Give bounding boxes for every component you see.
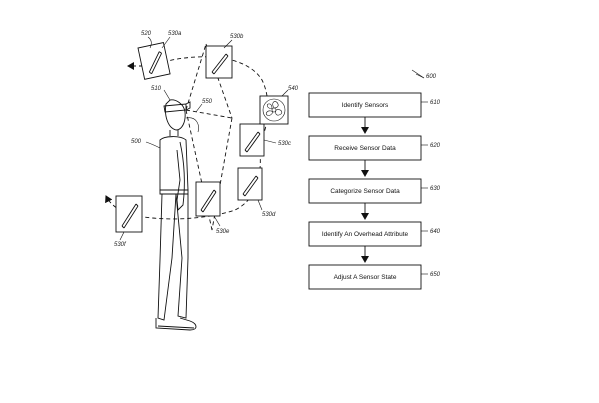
flowchart: 600 Identify Sensors 610 Receive Sensor … [308, 69, 441, 290]
step-ref-650: 650 [430, 272, 441, 278]
sensor-530d [237, 167, 263, 201]
label-530a: 530a [168, 31, 182, 37]
label-500: 500 [131, 139, 142, 145]
sensor-530b [205, 45, 233, 79]
fan-icon [259, 95, 289, 125]
step-label-receive-sensor-data: Receive Sensor Data [334, 145, 396, 152]
step-box-identify-overhead-attribute [308, 221, 422, 247]
label-540: 540 [288, 86, 299, 92]
sensor-530f [115, 195, 143, 233]
step-box-adjust-sensor-state [308, 264, 422, 290]
label-520: 520 [141, 31, 152, 37]
illustration: 520 530a 530b 540 510 550 500 530c 530d … [105, 31, 425, 331]
field-of-view-cone [185, 43, 233, 231]
step-ref-610: 610 [430, 100, 441, 106]
label-530d: 530d [262, 212, 276, 218]
person-figure [155, 99, 197, 331]
flowchart-leader [411, 69, 425, 79]
step-label-identify-overhead-attribute: Identify An Overhead Attribute [322, 231, 409, 238]
step-label-categorize-sensor-data: Categorize Sensor Data [330, 188, 400, 195]
label-530e: 530e [216, 229, 230, 235]
label-530b: 530b [230, 34, 244, 40]
step-ref-630: 630 [430, 186, 441, 192]
sensor-530e [195, 181, 221, 217]
step-ref-620: 620 [430, 143, 441, 149]
label-530c: 530c [278, 141, 291, 147]
step-label-adjust-sensor-state: Adjust A Sensor State [334, 274, 397, 281]
label-600: 600 [426, 74, 437, 80]
step-ref-640: 640 [430, 229, 441, 235]
step-box-receive-sensor-data [308, 135, 422, 161]
label-550: 550 [202, 99, 213, 105]
label-530f: 530f [114, 242, 127, 248]
label-510: 510 [151, 86, 162, 92]
sensor-530c [239, 123, 265, 157]
step-label-identify-sensors: Identify Sensors [342, 102, 389, 109]
sensor-530a [137, 42, 171, 80]
leader-lines [119, 36, 425, 241]
angle-arc [185, 117, 199, 133]
